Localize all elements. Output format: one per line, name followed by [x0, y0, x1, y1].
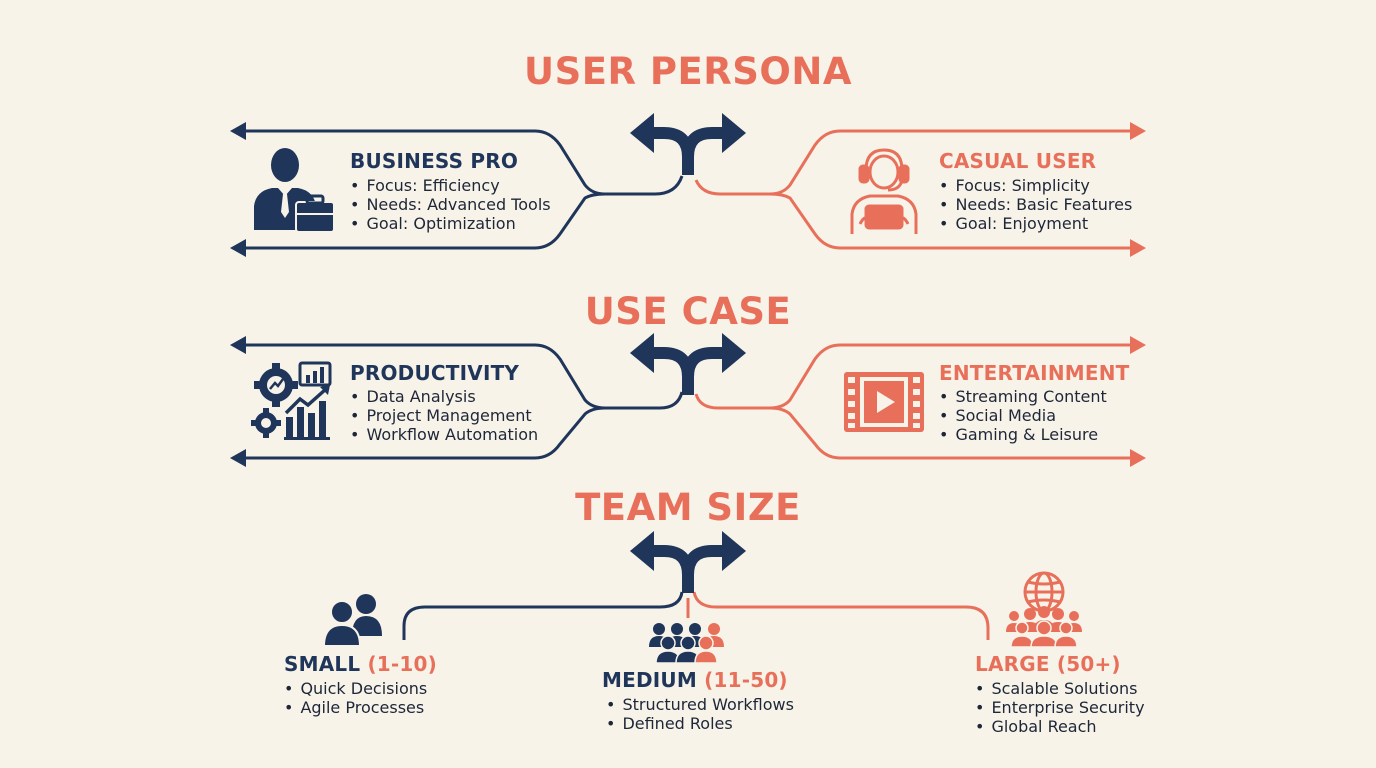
list-item: Agile Processes — [284, 698, 427, 717]
business-pro-title: BUSINESS PRO — [350, 149, 519, 173]
list-item: Global Reach — [975, 717, 1145, 736]
team-medium-range: (11-50) — [704, 668, 788, 692]
casual-user-title: CASUAL USER — [939, 149, 1097, 173]
list-item: Focus: Simplicity — [939, 176, 1132, 195]
team-large-range: (50+) — [1056, 652, 1121, 676]
fork-icon — [630, 333, 746, 395]
team-large-title: LARGE (50+) — [975, 652, 1121, 676]
productivity-list: Data Analysis Project Management Workflo… — [350, 387, 538, 444]
usecase-right-lines — [694, 343, 1131, 460]
persona-left-lines — [245, 129, 684, 250]
person-with-headset-and-tablet-icon — [850, 148, 918, 234]
list-item: Data Analysis — [350, 387, 538, 406]
productivity-title: PRODUCTIVITY — [350, 361, 520, 385]
teamsize-lines — [402, 591, 990, 640]
list-item: Needs: Advanced Tools — [350, 195, 550, 214]
team-small-range: (1-10) — [367, 652, 437, 676]
film-strip-play-icon — [844, 372, 924, 432]
two-people-icon — [322, 594, 382, 647]
list-item: Focus: Efficiency — [350, 176, 551, 195]
usecase-left-lines — [245, 343, 684, 460]
entertainment-title: ENTERTAINMENT — [939, 361, 1130, 385]
team-medium-list: Structured Workflows Defined Roles — [606, 695, 794, 733]
team-small-title: SMALL (1-10) — [284, 652, 437, 676]
team-small-label: SMALL — [284, 652, 361, 676]
list-item: Social Media — [939, 406, 1107, 425]
team-large-list: Scalable Solutions Enterprise Security G… — [975, 679, 1145, 736]
list-item: Defined Roles — [606, 714, 794, 733]
team-medium-title: MEDIUM (11-50) — [602, 668, 788, 692]
entertainment-list: Streaming Content Social Media Gaming & … — [939, 387, 1107, 444]
gears-and-growth-chart-icon — [251, 361, 332, 440]
list-item: Scalable Solutions — [975, 679, 1145, 698]
casual-user-list: Focus: Simplicity Needs: Basic Features … — [939, 176, 1132, 233]
businessman-with-briefcase-icon — [254, 148, 335, 233]
team-medium-label: MEDIUM — [602, 668, 697, 692]
list-item: Gaming & Leisure — [939, 425, 1107, 444]
list-item: Goal: Optimization — [350, 214, 551, 233]
list-item: Enterprise Security — [975, 698, 1144, 717]
list-item: Needs: Basic Features — [939, 195, 1132, 214]
section-title-use-case: USE CASE — [584, 290, 792, 333]
list-item: Project Management — [350, 406, 538, 425]
fork-icon — [630, 113, 746, 175]
persona-right-lines — [694, 129, 1131, 250]
list-item: Structured Workflows — [606, 695, 793, 714]
team-large-label: LARGE — [975, 652, 1050, 676]
list-item: Workflow Automation — [350, 425, 538, 444]
team-small-list: Quick Decisions Agile Processes — [284, 679, 427, 717]
list-item: Quick Decisions — [284, 679, 427, 698]
section-title-user-persona: USER PERSONA — [524, 50, 852, 93]
section-title-team-size: TEAM SIZE — [575, 486, 801, 529]
list-item: Goal: Enjoyment — [939, 214, 1132, 233]
globe-over-crowd-icon — [1006, 571, 1082, 648]
business-pro-list: Focus: Efficiency Needs: Advanced Tools … — [350, 176, 551, 233]
group-of-people-icon — [649, 623, 724, 663]
list-item: Streaming Content — [939, 387, 1106, 406]
fork-icon — [630, 531, 746, 593]
